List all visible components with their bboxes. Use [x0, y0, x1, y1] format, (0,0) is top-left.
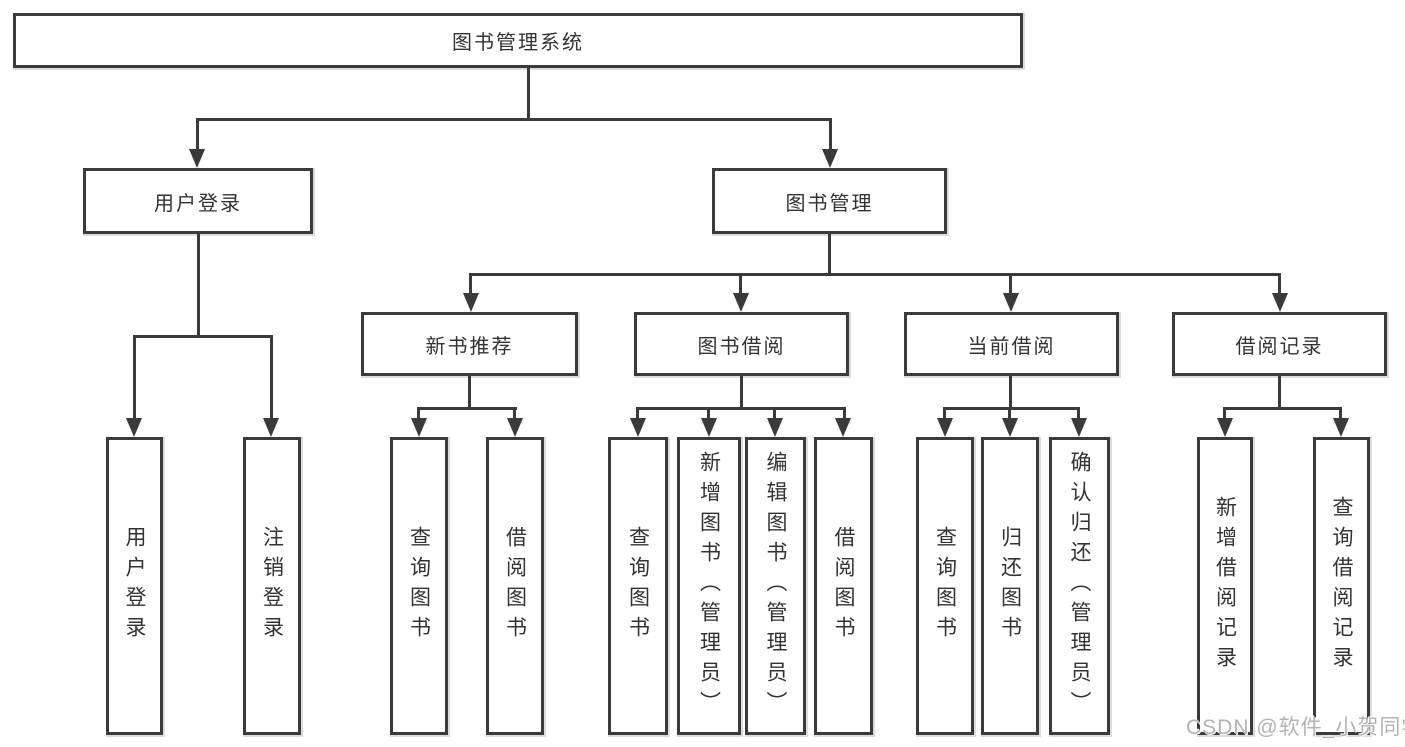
leaf-label: 借阅图书 — [503, 526, 527, 646]
leaf-borrowing-edit-books-admin: 编辑图书（管理员） — [745, 437, 806, 735]
connector-line — [196, 118, 199, 151]
connector-line — [468, 376, 471, 407]
connector-line — [513, 407, 516, 420]
leaf-label: 借阅图书 — [832, 526, 855, 646]
leaf-current-return-books: 归还图书 — [981, 437, 1039, 735]
connector-line — [707, 407, 710, 420]
leaf-current-query-books: 查询图书 — [916, 437, 974, 735]
connector-line — [1223, 407, 1226, 420]
connector-line — [636, 407, 639, 420]
leaf-user-login: 用户登录 — [106, 437, 163, 735]
node-label: 用户登录 — [154, 192, 242, 215]
node-borrowing-records: 借阅记录 — [1172, 312, 1387, 376]
arrow-down-icon — [411, 418, 427, 437]
arrow-down-icon — [1272, 293, 1288, 312]
connector-line — [1278, 273, 1281, 295]
arrow-down-icon — [463, 293, 479, 312]
connector-line — [469, 273, 472, 295]
connector-line — [527, 68, 530, 118]
node-user-login: 用户登录 — [83, 168, 313, 234]
connector-line — [196, 118, 832, 121]
arrow-down-icon — [1217, 418, 1233, 437]
node-label: 图书管理 — [785, 192, 874, 215]
leaf-label: 注销登录 — [260, 526, 284, 646]
connector-line — [740, 376, 743, 407]
node-label: 当前借阅 — [967, 335, 1056, 358]
connector-line — [133, 335, 136, 420]
leaf-newbooks-query-books: 查询图书 — [390, 437, 448, 735]
arrow-down-icon — [507, 418, 523, 437]
connector-line — [1009, 376, 1012, 407]
connector-line — [1008, 407, 1011, 420]
arrow-down-icon — [835, 418, 851, 437]
connector-line — [418, 407, 517, 410]
leaf-label: 新增借阅记录 — [1213, 496, 1237, 676]
arrow-down-icon — [701, 418, 717, 437]
leaf-borrowing-query-books: 查询图书 — [608, 437, 668, 735]
node-label: 借阅记录 — [1235, 335, 1324, 358]
connector-line — [636, 407, 846, 410]
node-book-management-system: 图书管理系统 — [13, 13, 1023, 68]
connector-line — [773, 407, 776, 420]
connector-line — [1009, 273, 1012, 295]
leaf-label: 新增图书（管理员） — [697, 451, 721, 721]
leaf-label: 用户登录 — [123, 526, 146, 646]
leaf-label: 查询借阅记录 — [1330, 496, 1353, 676]
node-label: 图书借阅 — [697, 335, 786, 358]
connector-line — [133, 335, 273, 338]
leaf-borrowing-add-books-admin: 新增图书（管理员） — [677, 437, 741, 735]
leaf-label: 查询图书 — [626, 526, 650, 646]
connector-line — [417, 407, 420, 420]
node-label: 新书推荐 — [425, 335, 514, 358]
leaf-borrowing-borrow-books: 借阅图书 — [814, 437, 873, 735]
connector-line — [943, 407, 946, 420]
arrow-down-icon — [937, 418, 953, 437]
node-book-management: 图书管理 — [712, 168, 947, 234]
arrow-down-icon — [733, 293, 749, 312]
leaf-logout: 注销登录 — [243, 437, 301, 735]
connector-line — [470, 273, 1281, 276]
arrow-down-icon — [126, 418, 142, 437]
leaf-label: 查询图书 — [933, 526, 957, 646]
connector-line — [197, 234, 200, 335]
connector-line — [270, 335, 273, 420]
leaf-label: 归还图书 — [998, 526, 1022, 646]
leaf-label: 确认归还（管理员） — [1068, 451, 1091, 721]
leaf-current-confirm-return-admin: 确认归还（管理员） — [1049, 437, 1110, 735]
node-book-borrowing: 图书借阅 — [634, 312, 849, 376]
connector-line — [1077, 407, 1080, 420]
leaf-label: 查询图书 — [407, 526, 431, 646]
arrow-down-icon — [1002, 418, 1018, 437]
leaf-newbooks-borrow-books: 借阅图书 — [486, 437, 544, 735]
arrow-down-icon — [263, 418, 279, 437]
arrow-down-icon — [189, 149, 205, 168]
connector-line — [1224, 407, 1342, 410]
leaf-label: 编辑图书（管理员） — [764, 451, 787, 721]
leaf-records-query-borrow-record: 查询借阅记录 — [1313, 437, 1370, 735]
node-new-book-recommendation: 新书推荐 — [361, 312, 578, 376]
arrow-down-icon — [1003, 293, 1019, 312]
connector-line — [828, 234, 831, 273]
connector-line — [944, 407, 1080, 410]
csdn-watermark: CSDN @软件_小贺同学 — [1186, 716, 1405, 739]
connector-line — [739, 273, 742, 295]
connector-line — [1278, 376, 1281, 407]
arrow-down-icon — [630, 418, 646, 437]
connector-line — [843, 407, 846, 420]
connector-line — [829, 118, 832, 151]
node-current-borrowing: 当前借阅 — [904, 312, 1119, 376]
arrow-down-icon — [1071, 418, 1087, 437]
arrow-down-icon — [1333, 418, 1349, 437]
node-label: 图书管理系统 — [452, 32, 584, 54]
leaf-records-add-borrow-record: 新增借阅记录 — [1197, 437, 1253, 735]
arrow-down-icon — [767, 418, 783, 437]
arrow-down-icon — [822, 149, 838, 168]
connector-line — [1339, 407, 1342, 420]
